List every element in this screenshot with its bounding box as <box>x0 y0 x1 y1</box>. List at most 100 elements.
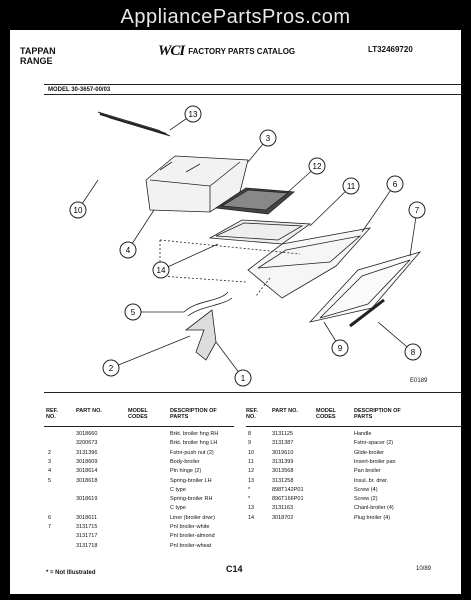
parts-catalog-page: TAPPAN RANGE WCI FACTORY PARTS CATALOG L… <box>10 30 462 594</box>
cell-desc: Body-broiler <box>170 458 200 465</box>
cell-part: 3018618 <box>76 477 98 484</box>
exploded-parts-diagram: 13 3 12 11 6 7 10 4 14 5 2 1 9 8 <box>69 105 426 387</box>
callout-12: 12 <box>308 157 326 175</box>
cell-ref: 12 <box>248 468 255 475</box>
cell-part: 3018702 <box>272 514 294 521</box>
catalog-title: FACTORY PARTS CATALOG <box>188 47 296 56</box>
cell-ref: 13 <box>248 505 255 512</box>
right-header-desc: DESCRIPTION OF PARTS <box>354 408 401 421</box>
svg-text:6: 6 <box>393 180 398 189</box>
callout-4: 4 <box>119 241 137 259</box>
svg-text:9: 9 <box>338 344 343 353</box>
cell-part: 3131399 <box>272 458 294 465</box>
callout-2: 2 <box>102 359 120 377</box>
cell-part: 3131717 <box>76 533 98 540</box>
cell-ref: 2 <box>48 449 52 456</box>
svg-text:7: 7 <box>415 206 420 215</box>
svg-text:4: 4 <box>126 246 131 255</box>
svg-text:13: 13 <box>189 110 198 119</box>
right-header-model: MODEL CODES <box>316 408 336 421</box>
cell-part: 3018614 <box>76 468 98 475</box>
cell-part: 3131258 <box>272 477 294 484</box>
cell-part: 3131163 <box>272 505 294 512</box>
callout-3: 3 <box>259 129 277 147</box>
callout-7: 7 <box>408 201 426 219</box>
svg-text:14: 14 <box>157 266 166 275</box>
cell-part: 3018660 <box>76 431 98 437</box>
cell-desc: Handle <box>354 431 372 437</box>
model-rule <box>44 94 462 95</box>
cell-desc: Fstnr-spacer (2) <box>354 440 394 447</box>
cell-desc: Liner (broiler drwr) <box>170 514 215 521</box>
cell-desc: C type <box>170 486 186 493</box>
cell-part: 3131715 <box>76 524 98 530</box>
left-header-ref: REF. NO. <box>46 408 58 421</box>
callout-1: 1 <box>234 369 252 387</box>
svg-text:12: 12 <box>313 162 322 171</box>
cell-ref: 14 <box>248 514 255 521</box>
cell-part: 3200673 <box>76 440 98 447</box>
cell-desc: Screw (4) <box>354 486 378 493</box>
cell-ref: 13 <box>248 477 255 484</box>
header-rule <box>44 84 462 85</box>
brand-line-2: RANGE <box>20 56 53 66</box>
left-header-part: PART NO. <box>76 408 102 414</box>
left-header-model: MODEL CODES <box>128 408 148 421</box>
cell-part: 3131396 <box>76 449 98 456</box>
cell-part: 3131718 <box>76 542 98 549</box>
cell-ref: 10 <box>248 449 255 456</box>
cell-desc: Chanl-broiler (4) <box>354 505 394 512</box>
callout-14: 14 <box>152 261 170 279</box>
cell-desc: Fstnr-push nut (2) <box>170 449 214 456</box>
callout-10: 10 <box>69 201 87 219</box>
callout-markers: 13 3 12 11 6 7 10 4 14 5 2 1 9 8 <box>69 105 426 387</box>
cell-ref: 11 <box>248 458 254 465</box>
footnote: * = Not Illustrated <box>46 570 96 576</box>
left-header-desc: DESCRIPTION OF PARTS <box>170 408 217 421</box>
cell-ref: * <box>248 496 251 503</box>
callout-5: 5 <box>124 303 142 321</box>
cell-ref: 6 <box>48 514 52 521</box>
callout-8: 8 <box>404 343 422 361</box>
cell-ref: 4 <box>48 468 52 475</box>
brand-line-1: TAPPAN <box>20 46 56 56</box>
cell-part: 896T166P01 <box>272 496 304 503</box>
cell-desc: Glide-broiler <box>354 449 384 456</box>
svg-text:8: 8 <box>411 348 416 357</box>
cell-desc: Pnl broiler-white <box>170 524 210 530</box>
cell-part: 3013568 <box>272 468 294 475</box>
cell-desc: Screw (2) <box>354 496 378 503</box>
svg-text:10: 10 <box>74 206 83 215</box>
catalog-header: WCI FACTORY PARTS CATALOG <box>158 43 295 60</box>
cell-desc: Insul. br. drwr. <box>354 477 389 484</box>
left-header-rule <box>44 426 234 427</box>
cell-desc: C type <box>170 505 186 512</box>
cell-part: 898T142P01 <box>272 486 304 493</box>
cell-part: 3131387 <box>272 440 294 447</box>
svg-text:11: 11 <box>347 182 356 191</box>
svg-text:5: 5 <box>131 308 136 317</box>
cell-ref: 9 <box>248 440 252 447</box>
cell-ref: 7 <box>48 524 52 530</box>
figure-code: E0189 <box>410 378 428 384</box>
cell-part: 3131125 <box>272 431 294 437</box>
cell-desc: Insert-broiler pan <box>354 458 396 465</box>
cell-ref: 5 <box>48 477 52 484</box>
page-number: C14 <box>226 564 243 574</box>
cell-desc: Plug broiler (4) <box>354 514 391 521</box>
callout-13: 13 <box>184 105 202 123</box>
right-header-rule <box>246 426 462 427</box>
right-header-part: PART NO. <box>272 408 298 414</box>
right-header-ref: REF. NO. <box>246 408 258 421</box>
cell-desc: Brkt. broiler hng RH <box>170 431 219 437</box>
cell-ref: 3 <box>48 458 52 465</box>
cell-part: 3019610 <box>272 449 294 456</box>
brand-block: TAPPAN RANGE <box>20 46 56 66</box>
svg-text:1: 1 <box>241 374 246 383</box>
callout-11: 11 <box>342 177 360 195</box>
catalog-code: LT32469720 <box>368 45 413 54</box>
cell-desc: Spring-broiler RH <box>170 496 213 503</box>
cell-part: 3018619 <box>76 496 98 503</box>
